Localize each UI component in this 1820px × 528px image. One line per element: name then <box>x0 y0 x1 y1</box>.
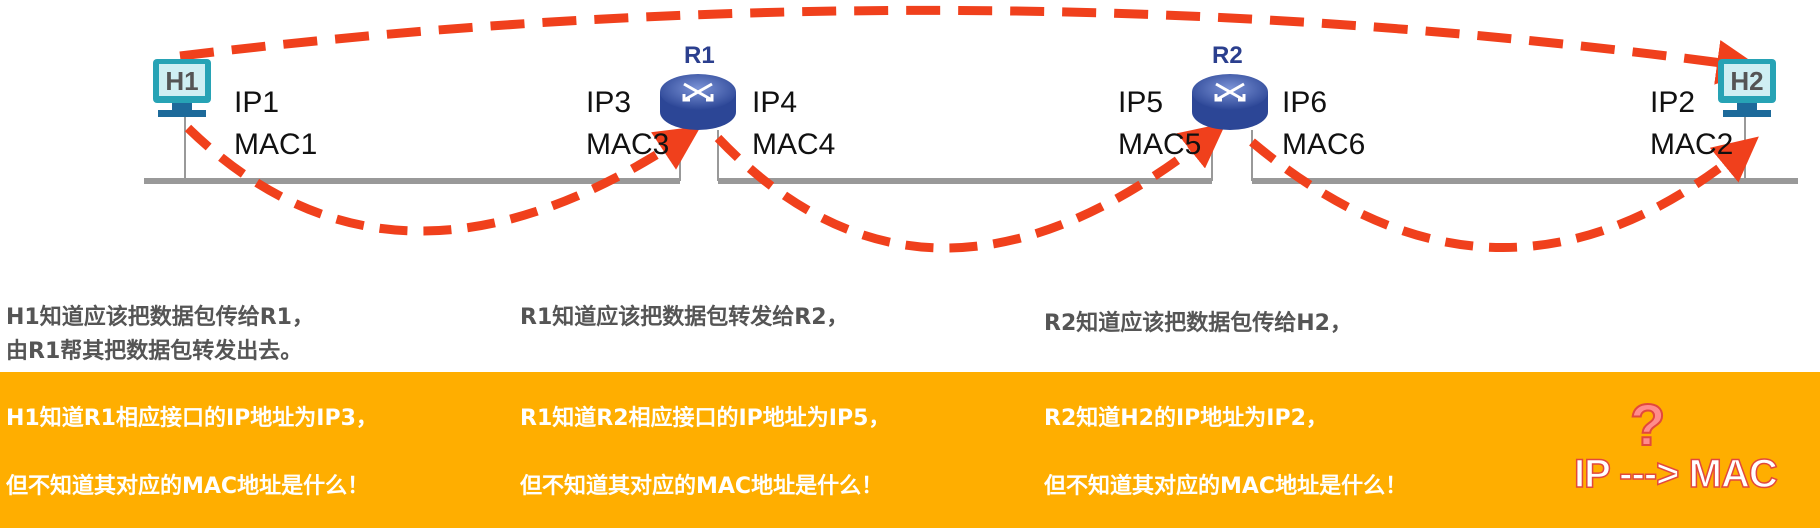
host-h2-name: H2 <box>1730 66 1763 96</box>
r2-right-mac-label: MAC6 <box>1282 128 1366 161</box>
question-mark-icon: ? <box>1629 392 1666 459</box>
band-col1-line2: 但不知道其对应的MAC地址是什么！ <box>6 474 370 499</box>
ip-to-mac-label: IP ---> MAC <box>1573 451 1778 497</box>
desc-col1-line2: 由R1帮其把数据包转发出去。 <box>6 339 303 364</box>
arrow-r1-to-r2 <box>714 122 1227 253</box>
band-col2-line1: R1知道R2相应接口的IP地址为IP5， <box>520 406 891 431</box>
arrow-r2-to-h2 <box>1249 136 1759 252</box>
router-r1-name: R1 <box>684 42 715 69</box>
highlight-band <box>0 372 1820 528</box>
router-r2-name: R2 <box>1212 42 1243 69</box>
network-diagram: H1 H2 <box>144 5 1798 253</box>
host-h1-icon: H1 <box>153 59 211 117</box>
router-r2-icon <box>1192 74 1268 130</box>
desc-col3-line1: R2知道应该把数据包传给H2， <box>1044 311 1352 336</box>
r1-right-ip-label: IP4 <box>752 86 798 119</box>
router-r1-icon <box>660 74 736 130</box>
arrow-h1-to-r1 <box>184 124 701 236</box>
h2-mac-label: MAC2 <box>1650 128 1734 161</box>
arrow-h1-to-h2 <box>179 5 1762 85</box>
r2-left-mac-label: MAC5 <box>1118 128 1202 161</box>
drop-lines <box>184 115 1746 181</box>
r2-right-ip-label: IP6 <box>1282 86 1328 119</box>
h2-ip-label: IP2 <box>1650 86 1696 119</box>
r2-left-ip-label: IP5 <box>1118 86 1164 119</box>
r1-right-mac-label: MAC4 <box>752 128 836 161</box>
band-col3-line2: 但不知道其对应的MAC地址是什么！ <box>1044 474 1408 499</box>
band-col3-line1: R2知道H2的IP地址为IP2， <box>1044 406 1328 431</box>
desc-col1-line1: H1知道应该把数据包传给R1， <box>6 305 314 330</box>
band-col1-line1: H1知道R1相应接口的IP地址为IP3， <box>6 406 378 431</box>
h1-ip-label: IP1 <box>234 86 280 119</box>
desc-col2-line1: R1知道应该把数据包转发给R2， <box>520 305 849 330</box>
r1-left-ip-label: IP3 <box>586 86 632 119</box>
band-col2-line2: 但不知道其对应的MAC地址是什么！ <box>520 474 884 499</box>
host-h1-name: H1 <box>165 66 198 96</box>
h1-mac-label: MAC1 <box>234 128 318 161</box>
host-h2-icon: H2 <box>1718 59 1776 117</box>
r1-left-mac-label: MAC3 <box>586 128 670 161</box>
